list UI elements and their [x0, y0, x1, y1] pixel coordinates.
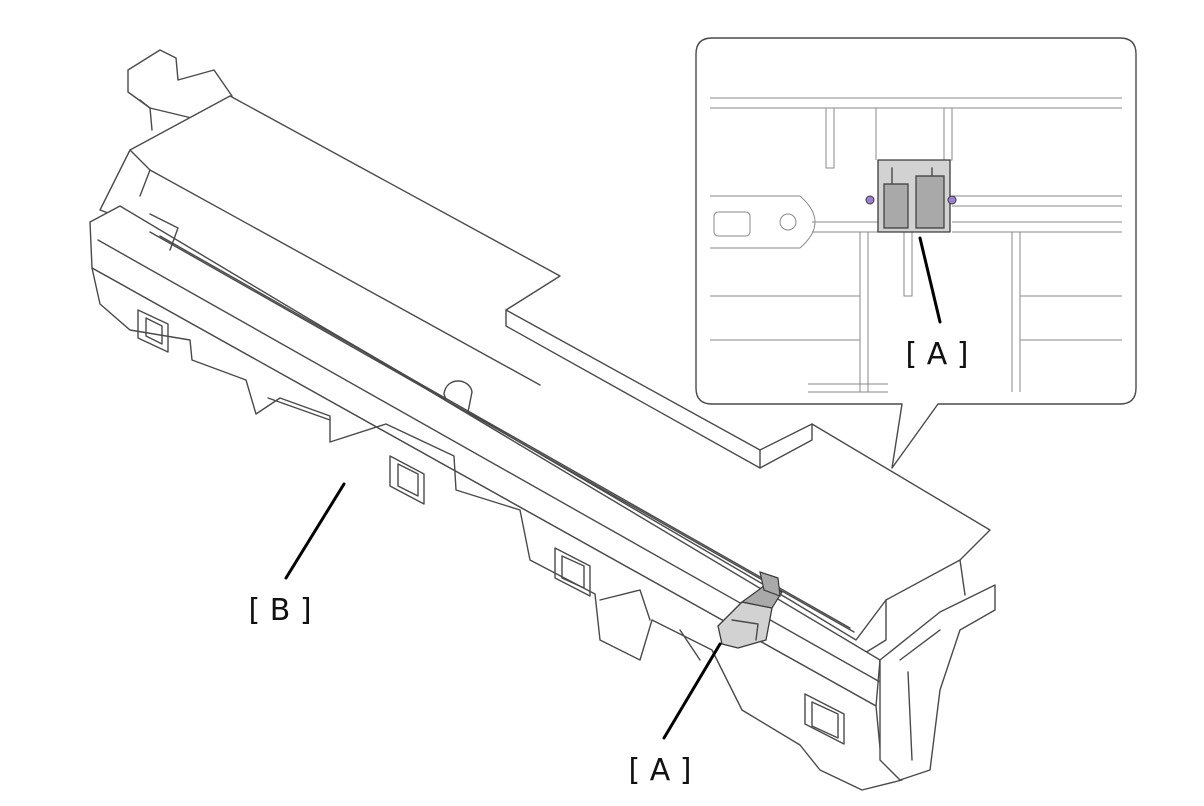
- latch-pin-left: [865, 195, 875, 205]
- latch-pin-right: [947, 195, 957, 205]
- inset-label-gap: [898, 336, 976, 372]
- latch-a-main: [717, 571, 783, 649]
- inset-frame-lines: [710, 97, 1122, 393]
- detail-inset: [695, 37, 1137, 469]
- inset-latch-a: [865, 159, 957, 233]
- main-unit-b: [89, 49, 996, 791]
- inset-callout-border: [695, 37, 1137, 469]
- callout-label-a-inset: [ A ]: [905, 337, 968, 372]
- leader-a-main: [662, 642, 722, 740]
- callout-label-b-main: [ B ]: [248, 593, 311, 628]
- leader-a-inset: [918, 236, 942, 324]
- leader-b-main: [284, 482, 346, 580]
- callout-label-a-main: [ A ]: [628, 753, 691, 788]
